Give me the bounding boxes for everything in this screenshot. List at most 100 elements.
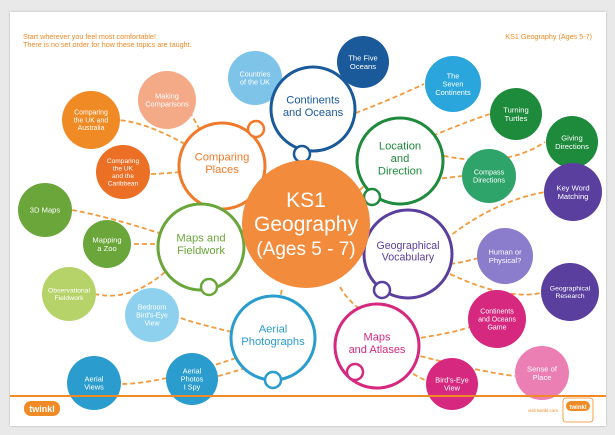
subtopic-circle	[477, 228, 533, 284]
subtopic-circle	[462, 149, 516, 203]
subtopics.geo_research-label-1: Research	[555, 293, 584, 300]
subtopics.giving_directions-label-0: Giving	[561, 133, 583, 142]
subtopics.compass_directions-label-1: Directions	[473, 176, 505, 185]
subtopic-circle	[541, 263, 599, 321]
subtopics.aerial_spy-label-0: Aerial	[183, 366, 202, 375]
subtopics.observational-label-0: Observational	[48, 288, 90, 295]
subtopics.uk_caribbean-label-3: Caribbean	[108, 180, 139, 187]
subtopic-circle	[166, 353, 218, 405]
subtopic-circle	[490, 88, 542, 140]
subtopics.uk_caribbean-label-2: and the	[112, 173, 134, 180]
topics.maps_atlases.lines-label-1: and Atlases	[349, 344, 406, 356]
subtopic-circle	[83, 220, 131, 268]
subtopics.continents_game-label-0: Continents	[480, 309, 514, 316]
topics.continents.lines-label-0: Continents	[286, 95, 340, 107]
subtopic-circle	[138, 71, 196, 129]
subtopics.aerial_spy-label-1: Photos	[181, 375, 204, 384]
subtopic-circle	[62, 91, 120, 149]
intro-line-2: There is no set order for how these topi…	[23, 40, 192, 49]
subtopic-circle	[228, 51, 282, 105]
mind-map: Start wherever you feel most comfortable…	[10, 32, 606, 423]
subtopics.geo_research-label-0: Geographical	[550, 286, 591, 293]
topic-ring	[269, 65, 357, 153]
subtopics.mapping_zoo-label-1: a Zoo	[97, 244, 116, 253]
subtopics.seven_continents-label-0: The	[447, 71, 460, 80]
topic-knob	[372, 280, 392, 300]
topics.comparing.lines-label-0: Comparing	[195, 152, 250, 164]
connector-observational	[94, 271, 166, 297]
topic-knob	[345, 362, 365, 382]
subtopic-maps-3d[interactable]: 3D Maps	[18, 183, 72, 237]
subtopics.mapping_zoo-label-0: Mapping	[92, 235, 121, 244]
subtopics.key_word-label-0: Key Word	[556, 183, 589, 192]
subtopics.observational-label-1: Fieldwork	[54, 295, 84, 302]
subtopics.seven_continents-label-2: Continents	[435, 88, 471, 97]
topics.location.lines-label-2: Direction	[378, 165, 422, 177]
connector-human	[449, 257, 479, 265]
twinkl-badge-text: twinkl	[569, 405, 586, 411]
subtopics.countries_uk-label-1: of the UK	[240, 78, 270, 87]
topics.geo_vocab.lines-label-0: Geographical	[376, 240, 439, 252]
subtopics.birds_eye-label-0: Bird's-Eye	[435, 375, 468, 384]
subtopic-circle	[42, 267, 96, 321]
subtopics.sense_place-label-1: Place	[533, 373, 552, 382]
subtopic-circle	[125, 288, 179, 342]
subtopics.aerial_spy-label-2: I Spy	[184, 383, 201, 392]
connector-seven	[347, 83, 425, 117]
connector-aerial-views	[119, 357, 237, 385]
subtopics.bedroom_view-label-1: Bird's-Eye	[136, 312, 168, 319]
subtopics.continents_game-label-1: and Oceans	[478, 316, 516, 323]
topic-ring	[355, 116, 445, 206]
topics.maps_atlases.lines-label-0: Maps	[364, 332, 391, 344]
subtopics.compass_directions-label-0: Compass	[474, 167, 505, 176]
subtopics.five_oceans-label-0: The Five	[348, 53, 378, 62]
topics.maps_fieldwork.lines-label-1: Fieldwork	[177, 245, 225, 257]
twinkl-badge-logo	[566, 401, 590, 411]
subtopics.bedroom_view-label-0: Bedroom	[138, 305, 167, 312]
subtopics.bedroom_view-label-2: View	[144, 320, 160, 327]
subtopics.making_comparisons-label-0: Making	[155, 91, 179, 100]
subtopics.human_physical-label-1: Physical?	[489, 256, 522, 265]
connector-uk-carib	[149, 171, 181, 175]
subtopics.making_comparisons-label-1: Comparisons	[145, 100, 189, 109]
center-line-2: Geography	[254, 213, 358, 236]
subtopics.aerial_views-label-0: Aerial	[85, 374, 104, 383]
subtopics.maps_3d-label-0: 3D Maps	[30, 206, 61, 215]
topic-knob	[246, 119, 266, 139]
subtopics.seven_continents-label-1: Seven	[443, 80, 464, 89]
twinkl-logo	[24, 401, 60, 416]
subtopic-circle	[18, 183, 72, 237]
subtopics.uk_caribbean-label-0: Comparing	[107, 158, 140, 165]
subtopic-circle	[96, 145, 150, 199]
topics.continents.lines-label-1: and Oceans	[283, 107, 344, 119]
center-line-1: KS1	[286, 189, 326, 212]
subtopics.five_oceans-label-1: Oceans	[350, 62, 376, 71]
